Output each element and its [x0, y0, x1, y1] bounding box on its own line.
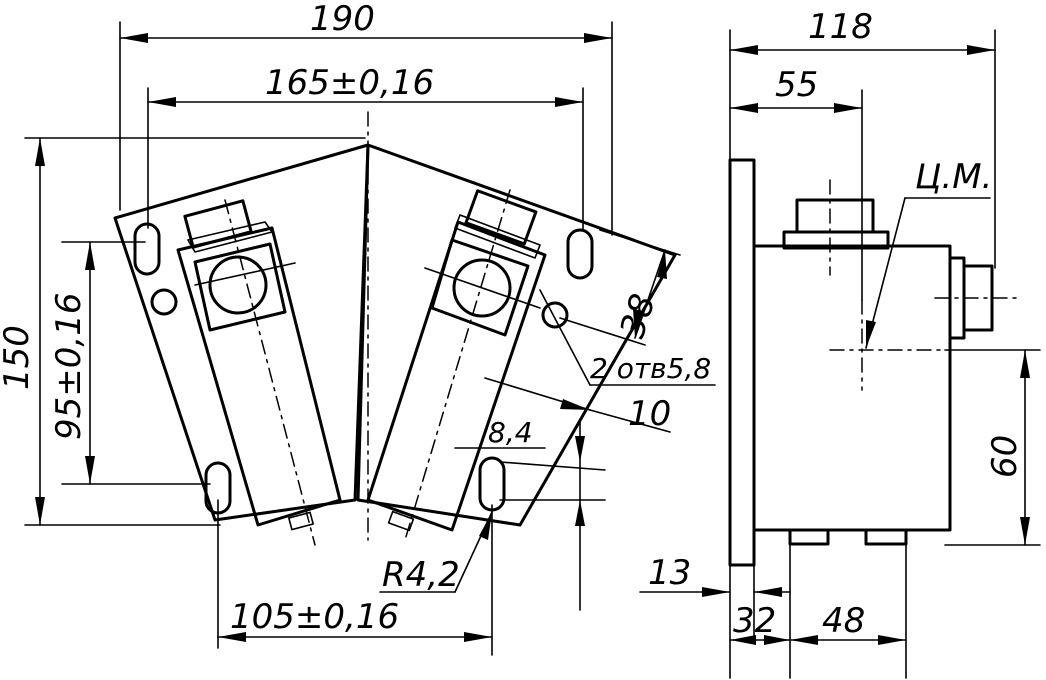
ext-38-bottom: [559, 317, 646, 346]
centerline-right: [404, 189, 511, 541]
label-55: 55: [775, 65, 818, 105]
label-165: 165±0,16: [265, 63, 434, 103]
label-holes: 2 отв5,8: [590, 352, 711, 385]
side-bottom-lug-1: [788, 528, 830, 546]
side-top-cap: [795, 198, 875, 234]
label-190: 190: [310, 0, 375, 39]
label-118: 118: [808, 7, 873, 47]
label-13: 13: [648, 553, 691, 593]
label-38: 38: [613, 289, 664, 343]
centerline-left: [224, 199, 316, 546]
ext-84-top: [499, 461, 606, 471]
label-60: 60: [985, 435, 1025, 478]
hole-right: [541, 301, 569, 329]
slot-top-left: [133, 222, 161, 276]
side-flange: [728, 158, 756, 567]
leader-10-shelf: [589, 409, 671, 433]
label-105: 105±0,16: [230, 597, 399, 637]
label-95: 95±0,16: [49, 293, 89, 440]
left-terminal-window: [193, 242, 287, 332]
label-cm: Ц.М.: [915, 157, 992, 197]
left-terminal-cap: [183, 199, 253, 249]
left-terminal-bolt: [208, 255, 268, 315]
slot-top-right: [566, 228, 594, 280]
leader-holes: [539, 289, 591, 386]
right-bottom-lug: [387, 510, 415, 532]
label-48: 48: [822, 601, 865, 641]
ext-38-top: [599, 229, 681, 256]
right-terminal-head: [454, 214, 541, 259]
side-bottom-lug-2: [864, 528, 908, 546]
right-wing-outline: [356, 143, 677, 527]
hole-left: [150, 288, 178, 316]
label-150: 150: [0, 325, 37, 390]
label-r42: R4,2: [382, 555, 460, 595]
dim-38-line: [634, 249, 666, 339]
label-10: 10: [628, 394, 671, 434]
right-terminal-bolt: [452, 258, 512, 318]
side-body: [752, 244, 952, 532]
right-terminal-block: [366, 220, 547, 532]
crosshair-right: [424, 267, 541, 309]
right-terminal-window: [430, 238, 530, 337]
label-32: 32: [733, 601, 776, 641]
slot-bottom-right: [478, 456, 506, 512]
crosshair-left: [194, 262, 296, 286]
label-84: 8,4: [488, 416, 533, 449]
left-bottom-lug: [288, 511, 314, 531]
left-wing-outline: [113, 143, 370, 522]
